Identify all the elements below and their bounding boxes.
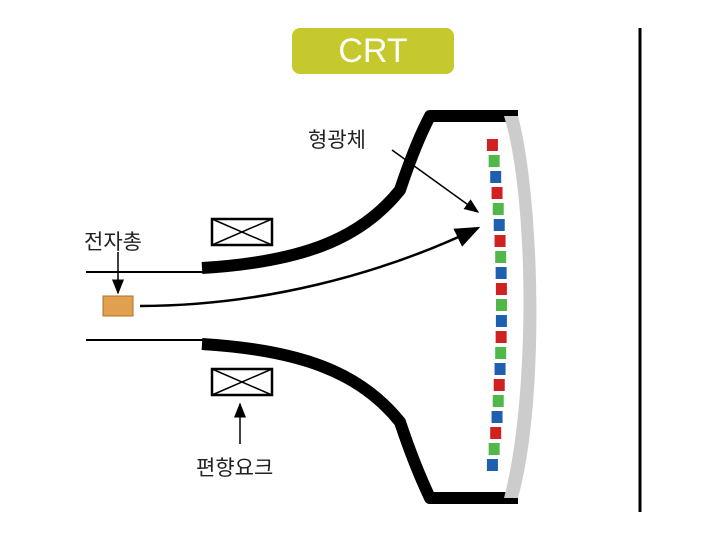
title-badge: CRT: [292, 28, 454, 74]
phosphor-dot-blue: [495, 267, 507, 279]
phosphor-label-arrow: [391, 149, 480, 213]
phosphor-dot-blue: [486, 459, 498, 471]
phosphor-dot-green: [495, 347, 507, 359]
tube-wall-bottom: [201, 338, 518, 504]
phosphor-strip: [486, 139, 507, 471]
deflection-yoke-bottom: [210, 367, 274, 397]
screen-glass: [504, 116, 537, 498]
electron-beam-arrow: [139, 226, 481, 308]
phosphor-dot-red: [486, 139, 498, 151]
phosphor-dot-green: [492, 203, 504, 215]
phosphor-dot-green: [496, 299, 507, 311]
phosphor-dot-blue: [494, 363, 506, 375]
phosphor-dot-red: [494, 235, 506, 247]
phosphor-dot-red: [491, 187, 503, 199]
deflection-yoke-label: 편향요크: [196, 456, 274, 480]
electron-gun: [102, 295, 134, 317]
phosphor-dot-red: [495, 331, 507, 343]
tube-wall-top: [201, 110, 518, 274]
phosphor-dot-blue: [491, 411, 503, 423]
phosphor-dot-blue: [490, 171, 502, 183]
phosphor-dot-green: [488, 155, 500, 167]
phosphor-dot-red: [490, 427, 502, 439]
phosphor-dot-green: [488, 443, 500, 455]
electron-gun-label: 전자총: [84, 230, 142, 254]
phosphor-dot-red: [493, 379, 505, 391]
phosphor-dot-red: [495, 283, 507, 295]
deflection-yoke-top: [210, 217, 274, 247]
phosphor-dot-blue: [495, 315, 507, 327]
phosphor-label: 형광체: [308, 128, 366, 152]
phosphor-dot-green: [495, 251, 507, 263]
phosphor-dot-green: [492, 395, 504, 407]
phosphor-dot-blue: [493, 219, 505, 231]
